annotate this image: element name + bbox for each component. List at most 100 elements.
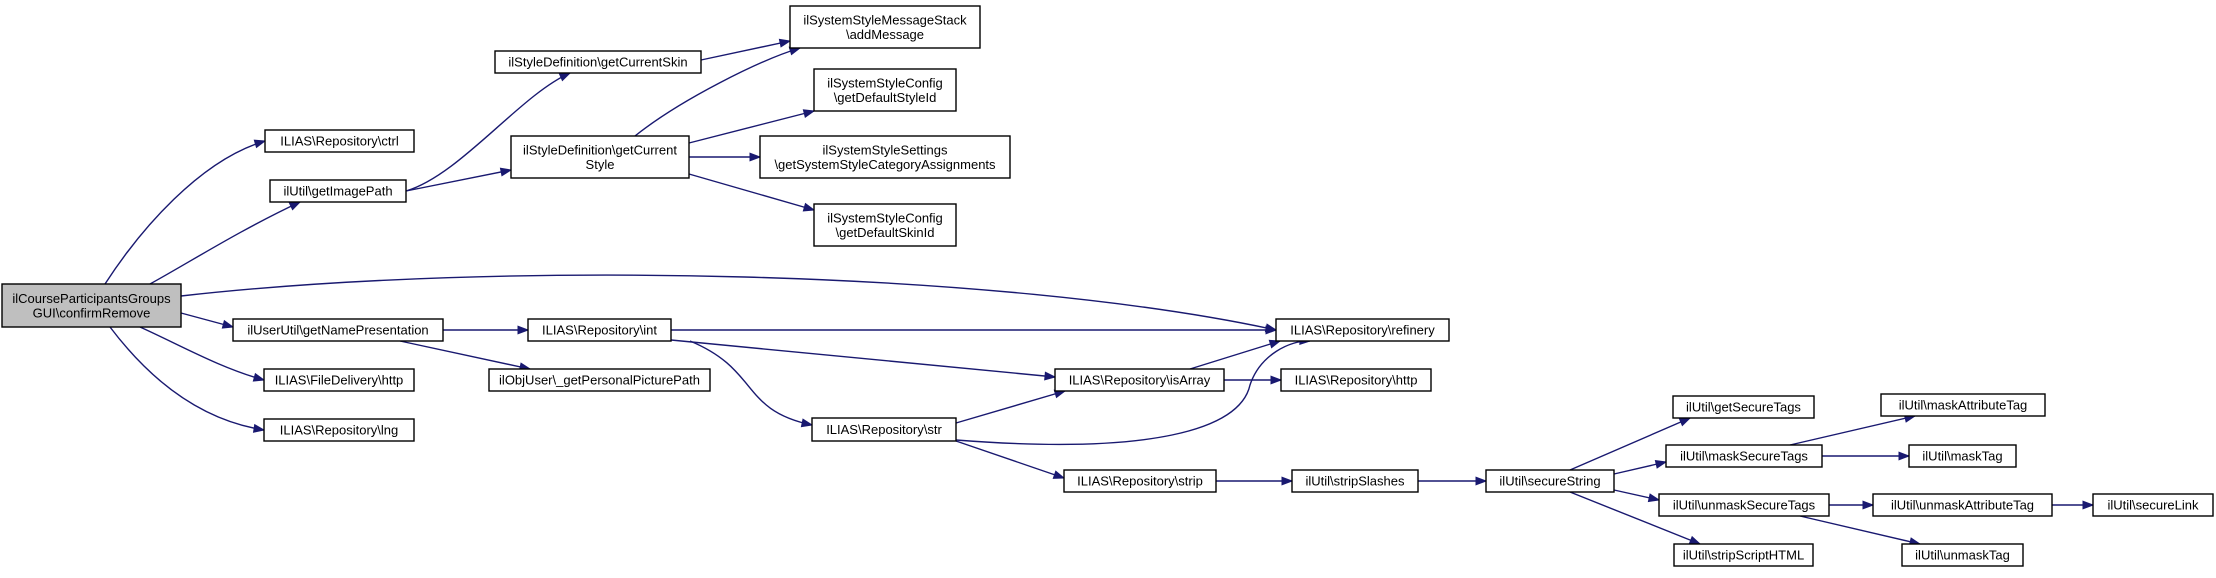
node-box <box>1673 543 1814 567</box>
arrowhead-icon <box>2082 500 2095 510</box>
edge-getCurrentSkin-to-addMessage <box>700 38 792 61</box>
node-maskSecureTags[interactable]: ilUtil\maskSecureTags <box>1665 444 1823 468</box>
edge-line <box>109 326 265 431</box>
node-fileDeliveryHttp[interactable]: ILIAS\FileDelivery\http <box>263 368 415 392</box>
edge-root-to-lng <box>109 326 266 433</box>
edge-line <box>399 340 531 370</box>
node-box <box>2092 493 2214 517</box>
node-label: ILIAS\Repository\lng <box>280 423 399 438</box>
edge-secureString-to-unmaskSecureTags <box>1613 489 1661 503</box>
node-box <box>1 283 182 328</box>
node-label: ilUtil\getImagePath <box>283 184 392 199</box>
node-getNamePresentation[interactable]: ilUserUtil\getNamePresentation <box>232 318 444 342</box>
arrowhead-icon <box>1052 470 1066 479</box>
node-label: ILIAS\Repository\refinery <box>1290 323 1435 338</box>
node-getPersonalPicturePath[interactable]: ilObjUser\_getPersonalPicturePath <box>488 368 711 392</box>
arrowhead-icon <box>778 38 792 48</box>
arrowhead-icon <box>1270 375 1283 385</box>
node-label: ilUtil\stripSlashes <box>1306 474 1405 489</box>
edge-line <box>1799 515 1921 545</box>
arrowhead-icon <box>252 423 266 433</box>
node-box <box>494 50 702 74</box>
arrowhead-icon <box>558 72 572 82</box>
node-http_repo[interactable]: ILIAS\Repository\http <box>1280 368 1432 392</box>
node-label: ilCourseParticipantsGroups <box>12 291 171 306</box>
node-str[interactable]: ILIAS\Repository\str <box>811 417 957 442</box>
node-label: ILIAS\Repository\isArray <box>1069 373 1211 388</box>
node-getDefaultSkinId[interactable]: ilSystemStyleConfig\getDefaultSkinId <box>813 203 957 247</box>
node-unmaskTag[interactable]: ilUtil\unmaskTag <box>1901 543 2024 567</box>
node-label: ILIAS\Repository\str <box>826 422 942 437</box>
node-box <box>510 135 690 179</box>
edge-unmaskAttributeTag-to-secureLink <box>2052 500 2095 510</box>
edge-maskSecureTags-to-maskAttributeTag <box>1789 413 1917 446</box>
edge-unmaskSecureTags-to-unmaskAttributeTag <box>1829 500 1875 510</box>
node-isArray[interactable]: ILIAS\Repository\isArray <box>1054 368 1225 392</box>
node-getSecureTags[interactable]: ilUtil\getSecureTags <box>1672 395 1815 419</box>
node-box <box>811 417 957 442</box>
edge-line <box>955 440 1065 479</box>
edge-str-to-strip <box>955 440 1066 479</box>
arrowhead-icon <box>499 167 513 177</box>
node-lng[interactable]: ILIAS\Repository\lng <box>263 418 415 442</box>
edge-secureString-to-maskSecureTags <box>1613 459 1668 475</box>
node-getSystemStyleCategoryAssignments[interactable]: ilSystemStyleSettings\getSystemStyleCate… <box>759 135 1011 179</box>
node-label: ilUtil\stripScriptHTML <box>1683 548 1804 563</box>
arrowhead-icon <box>517 325 530 335</box>
edge-line <box>149 201 301 285</box>
arrowhead-icon <box>221 319 235 329</box>
arrowhead-icon <box>1044 371 1057 381</box>
edge-line <box>689 340 813 426</box>
edge-root-to-ctrl <box>104 139 267 285</box>
edge-line <box>1789 415 1916 446</box>
edge-line <box>104 140 266 285</box>
edge-line <box>405 169 512 192</box>
node-secureString[interactable]: ilUtil\secureString <box>1485 469 1615 493</box>
node-box <box>1880 393 2046 417</box>
node-strip[interactable]: ILIAS\Repository\strip <box>1063 469 1217 493</box>
node-box <box>813 203 957 247</box>
node-unmaskSecureTags[interactable]: ilUtil\unmaskSecureTags <box>1658 493 1830 517</box>
arrowhead-icon <box>802 202 816 212</box>
node-label: GUI\confirmRemove <box>33 305 151 320</box>
node-box <box>1063 469 1217 493</box>
node-maskAttributeTag[interactable]: ilUtil\maskAttributeTag <box>1880 393 2046 417</box>
arrowhead-icon <box>1898 451 1911 461</box>
node-ctrl[interactable]: ILIAS\Repository\ctrl <box>264 129 415 153</box>
arrowhead-icon <box>1475 476 1488 486</box>
node-getDefaultStyleId[interactable]: ilSystemStyleConfig\getDefaultStyleId <box>813 68 957 112</box>
node-int[interactable]: ILIAS\Repository\int <box>527 318 672 342</box>
node-label: \addMessage <box>846 27 924 42</box>
edge-int-to-refinery <box>671 325 1278 335</box>
node-label: ilSystemStyleConfig <box>827 210 943 225</box>
edge-getImagePath-to-getCurrentStyle <box>405 167 513 192</box>
node-root[interactable]: ilCourseParticipantsGroupsGUI\confirmRem… <box>1 283 182 328</box>
node-box <box>789 5 981 49</box>
edge-root-to-getNamePresentation <box>180 312 235 329</box>
edge-unmaskSecureTags-to-unmaskTag <box>1799 515 1922 547</box>
edge-getCurrentStyle-to-getDefaultStyleId <box>688 109 816 144</box>
node-maskTag[interactable]: ilUtil\maskTag <box>1908 444 2017 468</box>
node-label: ILIAS\Repository\int <box>542 323 657 338</box>
node-getCurrentSkin[interactable]: ilStyleDefinition\getCurrentSkin <box>494 50 702 74</box>
edge-stripSlashes-to-secureString <box>1418 476 1488 486</box>
arrowhead-icon <box>1281 476 1294 486</box>
node-label: ILIAS\Repository\strip <box>1077 474 1203 489</box>
node-label: ilUtil\maskSecureTags <box>1680 449 1808 464</box>
node-box <box>1280 368 1432 392</box>
node-secureLink[interactable]: ilUtil\secureLink <box>2092 493 2214 517</box>
node-label: Style <box>586 157 615 172</box>
edge-line <box>1189 340 1281 370</box>
node-getImagePath[interactable]: ilUtil\getImagePath <box>269 179 407 203</box>
node-stripScriptHTML[interactable]: ilUtil\stripScriptHTML <box>1673 543 1814 567</box>
node-stripSlashes[interactable]: ilUtil\stripSlashes <box>1291 469 1419 493</box>
node-unmaskAttributeTag[interactable]: ilUtil\unmaskAttributeTag <box>1872 493 2053 517</box>
node-refinery[interactable]: ILIAS\Repository\refinery <box>1275 318 1450 342</box>
node-label: ilUtil\maskAttributeTag <box>1899 398 2028 413</box>
node-addMessage[interactable]: ilSystemStyleMessageStack\addMessage <box>789 5 981 49</box>
arrowhead-icon <box>802 109 816 118</box>
node-label: ilUtil\unmaskAttributeTag <box>1891 498 2034 513</box>
edge-line <box>1569 417 1691 471</box>
